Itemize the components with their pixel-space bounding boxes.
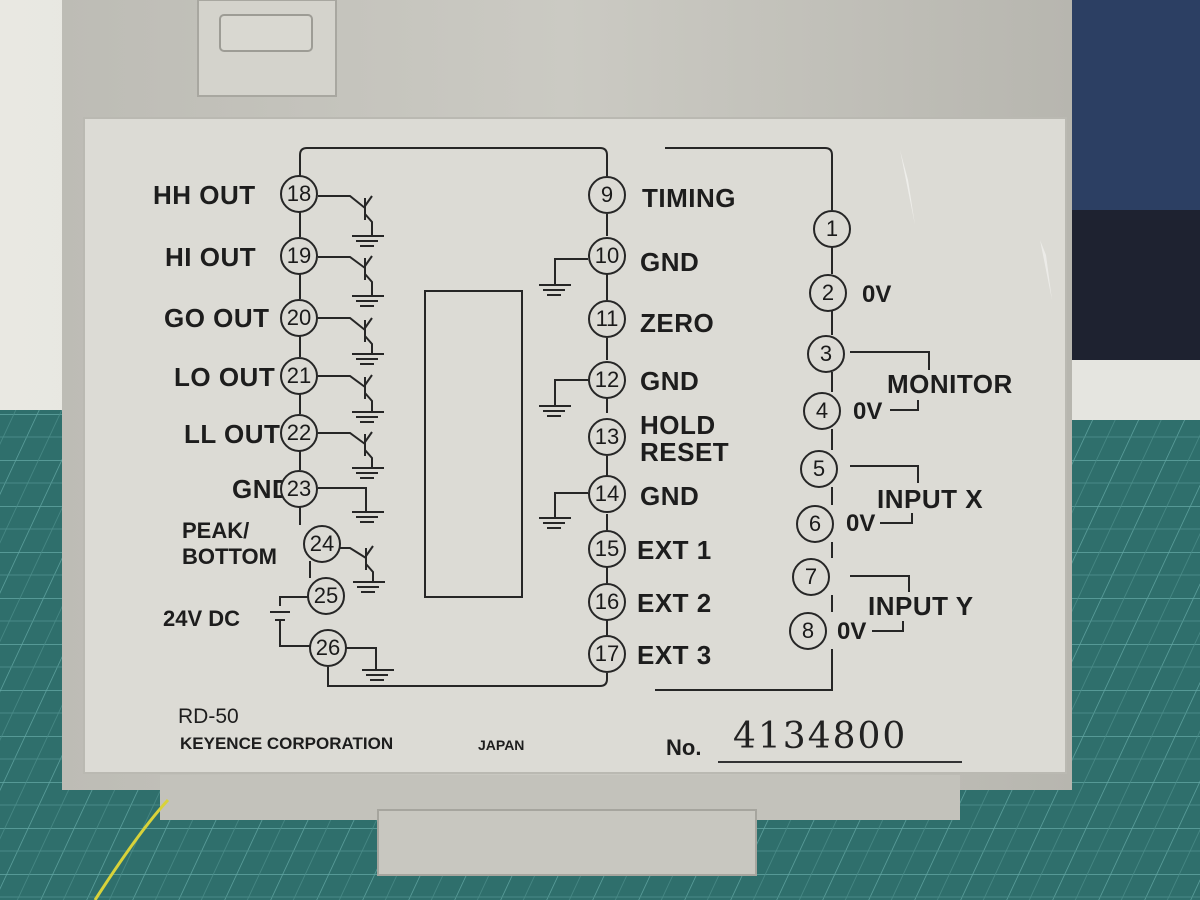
- terminal-4: 4: [803, 392, 841, 430]
- label-0v-8: 0V: [837, 618, 867, 645]
- label-go-out: GO OUT: [164, 303, 270, 333]
- terminal-3: 3: [807, 335, 845, 373]
- label-hi-out: HI OUT: [165, 242, 257, 272]
- terminal-9: 9: [588, 176, 626, 214]
- scuff-mark: [900, 150, 915, 225]
- label-input-y: INPUT Y: [868, 591, 974, 621]
- label-hh-out: HH OUT: [153, 180, 256, 210]
- label-gnd-12: GND: [640, 366, 700, 396]
- terminal-26: 26: [309, 629, 347, 667]
- terminal-20: 20: [280, 299, 318, 337]
- label-gnd-10: GND: [640, 247, 700, 277]
- terminal-8: 8: [789, 612, 827, 650]
- label-0v-2: 0V: [862, 281, 892, 308]
- label-ext-3: EXT 3: [637, 640, 712, 670]
- label-zero: ZERO: [640, 308, 715, 338]
- terminal-25: 25: [307, 577, 345, 615]
- scuff-mark: [1040, 240, 1052, 300]
- terminal-17: 17: [588, 635, 626, 673]
- right-background-object: [1065, 210, 1200, 370]
- label-input-x: INPUT X: [877, 484, 984, 514]
- terminal-6: 6: [796, 505, 834, 543]
- label-gnd-14: GND: [640, 481, 700, 511]
- bottom-tab: [377, 809, 757, 876]
- label-hold-reset: HOLD RESET: [640, 410, 730, 467]
- label-panel: [83, 117, 1067, 774]
- terminal-11: 11: [588, 300, 626, 338]
- terminal-24: 24: [303, 525, 341, 563]
- yellow-wire: [93, 798, 170, 900]
- terminal-23: 23: [280, 470, 318, 508]
- serial-number: 4134800: [733, 716, 908, 757]
- top-latch: [219, 14, 313, 52]
- label-ext-2: EXT 2: [637, 588, 712, 618]
- terminal-19: 19: [280, 237, 318, 275]
- terminal-15: 15: [588, 530, 626, 568]
- terminal-16: 16: [588, 583, 626, 621]
- country-of-origin: JAPAN: [478, 737, 525, 753]
- label-0v-4: 0V: [853, 398, 883, 425]
- terminal-10: 10: [588, 237, 626, 275]
- label-0v-6: 0V: [846, 510, 876, 537]
- terminal-12: 12: [588, 361, 626, 399]
- label-lo-out: LO OUT: [174, 362, 276, 392]
- terminal-7: 7: [792, 558, 830, 596]
- terminal-22: 22: [280, 414, 318, 452]
- label-power-24v-dc: 24V DC: [163, 606, 241, 631]
- terminal-2: 2: [809, 274, 847, 312]
- transistor-symbols: [352, 195, 571, 681]
- manufacturer-name: KEYENCE CORPORATION: [180, 734, 394, 753]
- terminal-13: 13: [588, 418, 626, 456]
- model-number: RD-50: [178, 705, 239, 728]
- terminal-1: 1: [813, 210, 851, 248]
- label-ll-out: LL OUT: [184, 419, 281, 449]
- label-monitor: MONITOR: [887, 369, 1013, 399]
- terminal-5: 5: [800, 450, 838, 488]
- terminal-18: 18: [280, 175, 318, 213]
- label-timing: TIMING: [642, 183, 736, 213]
- label-peak-bottom: PEAK/ BOTTOM: [182, 518, 277, 569]
- wiring-diagram: [270, 147, 930, 691]
- terminal-21: 21: [280, 357, 318, 395]
- label-ext-1: EXT 1: [637, 535, 712, 565]
- serial-prefix: No.: [666, 735, 702, 760]
- terminal-14: 14: [588, 475, 626, 513]
- display-window-outline: [424, 290, 523, 598]
